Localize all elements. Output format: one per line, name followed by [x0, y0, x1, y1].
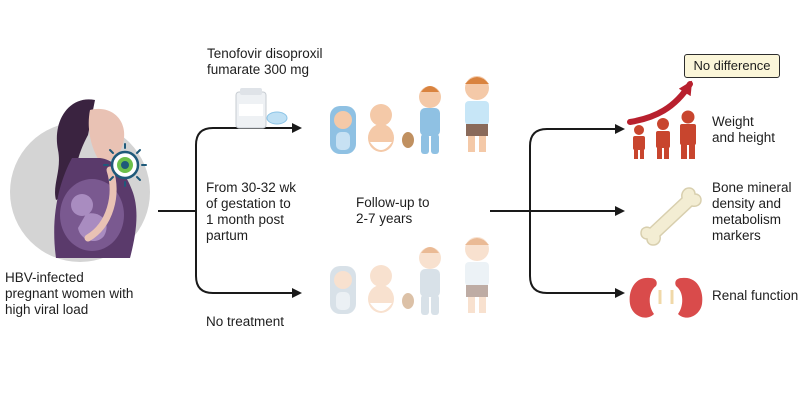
outcome-label-line: and height — [712, 130, 776, 145]
mother-label-line: high viral load — [5, 302, 89, 317]
pill-icon — [266, 111, 288, 125]
outcome-label-line: Renal function — [712, 288, 799, 303]
growth-arrow-icon — [627, 80, 693, 125]
mother-label: HBV-infected pregnant women with high vi… — [5, 270, 133, 318]
duration-label-line: of gestation to — [206, 196, 291, 211]
followup-label: Follow-up to 2-7 years — [356, 195, 430, 227]
followup-label-line: Follow-up to — [356, 195, 430, 210]
drug-label-line: Tenofovir disoproxil — [207, 46, 323, 61]
pregnant-woman-icon — [10, 99, 150, 262]
right-branch-connector — [490, 124, 625, 298]
drug-label-line: fumarate 300 mg — [207, 62, 310, 77]
treated-children-illustration — [330, 76, 489, 154]
outcome-label-line: density and — [712, 196, 782, 211]
outcome-label-renal: Renal function — [712, 288, 798, 304]
growth-people-icon — [633, 110, 696, 159]
duration-label-line: 1 month post — [206, 212, 285, 227]
duration-label-line: From 30-32 wk — [206, 180, 297, 195]
drug-label: Tenofovir disoproxil fumarate 300 mg — [207, 46, 323, 78]
outcome-label-line: Bone mineral — [712, 180, 792, 195]
virus-icon — [103, 143, 147, 187]
treatment-duration-label: From 30-32 wk of gestation to 1 month po… — [206, 180, 296, 244]
outcome-label-line: Weight — [712, 114, 754, 129]
outcome-label-line: markers — [712, 228, 761, 243]
followup-label-line: 2-7 years — [356, 211, 413, 226]
kidney-icon — [629, 277, 703, 318]
medicine-bottle-icon — [235, 88, 267, 129]
mother-label-line: pregnant women with — [5, 286, 134, 301]
no-treatment-label: No treatment — [206, 314, 285, 329]
bone-icon — [640, 187, 702, 246]
outcome-label-line: metabolism — [712, 212, 782, 227]
untreated-children-illustration — [330, 237, 489, 315]
mother-label-line: HBV-infected — [5, 270, 84, 285]
outcome-label-weight-height: Weight and height — [712, 114, 775, 146]
duration-label-line: partum — [206, 228, 249, 243]
left-branch-connector — [158, 123, 302, 298]
no-difference-badge: No difference — [684, 54, 780, 78]
outcome-label-bone: Bone mineral density and metabolism mark… — [712, 180, 792, 244]
